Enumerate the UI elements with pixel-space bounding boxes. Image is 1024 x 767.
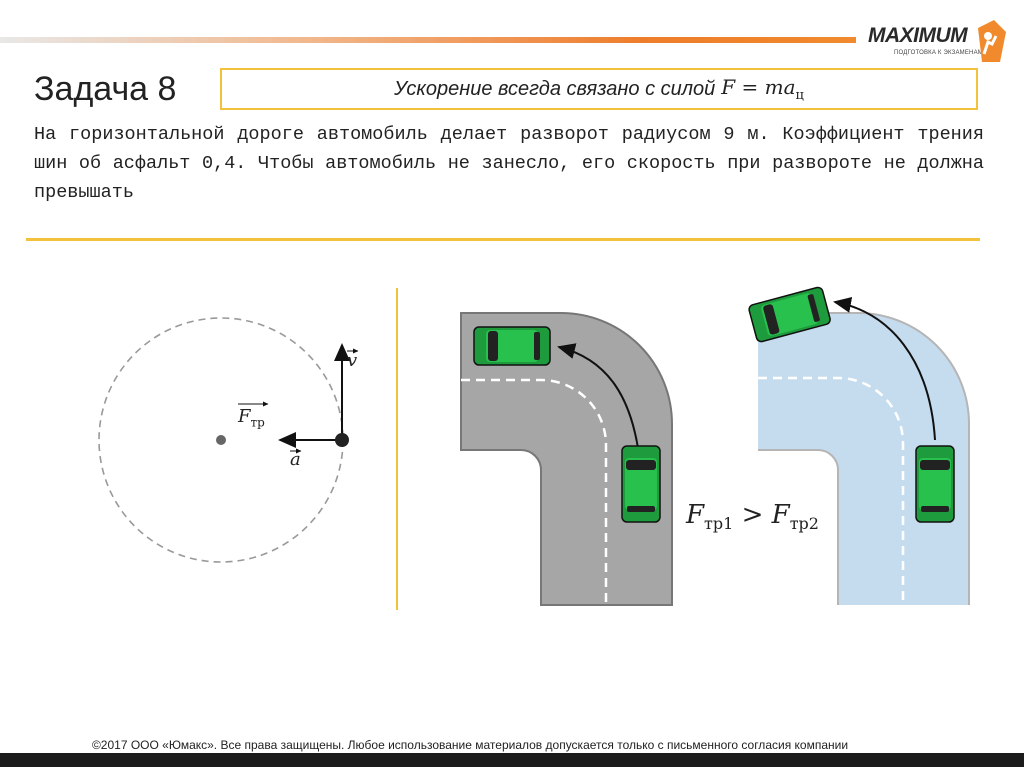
- horizontal-divider: [26, 238, 980, 241]
- hint-text: Ускорение всегда связано с силой: [394, 77, 716, 100]
- car-dry-top: [473, 326, 551, 366]
- velocity-label: v: [347, 350, 358, 371]
- circle-center: [216, 435, 226, 445]
- footer-copyright: ©2017 ООО «Юмакс». Все права защищены. Л…: [91, 738, 849, 752]
- friction-label: Fтр: [238, 406, 265, 430]
- task-title: Задача 8: [34, 70, 177, 108]
- car-icy-top: [748, 286, 831, 343]
- problem-text: На горизонтальной дороге автомобиль дела…: [34, 124, 984, 203]
- car-dry-bottom: [621, 445, 661, 523]
- circular-motion-diagram: [98, 317, 359, 563]
- bottom-bar: [0, 753, 1024, 767]
- friction-comparison: Fтр1 > Fтр2: [686, 500, 819, 534]
- vertical-divider: [396, 288, 398, 610]
- acceleration-label: a: [290, 449, 301, 470]
- dry-road: [460, 312, 673, 606]
- maximum-logo: MAXIMUM ПОДГОТОВКА К ЭКЗАМЕНАМ: [868, 18, 1008, 66]
- logo-figure-icon: [978, 20, 1006, 62]
- hint-box: Ускорение всегда связано с силой F = maц: [220, 68, 978, 110]
- logo-tagline: ПОДГОТОВКА К ЭКЗАМЕНАМ: [894, 50, 983, 56]
- icy-road: [758, 297, 970, 605]
- logo-name: MAXIMUM: [868, 24, 968, 47]
- header-accent-bar: [0, 37, 856, 43]
- car-point: [335, 433, 349, 447]
- hint-formula: F = maц: [721, 75, 804, 103]
- car-icy-bottom: [915, 445, 955, 523]
